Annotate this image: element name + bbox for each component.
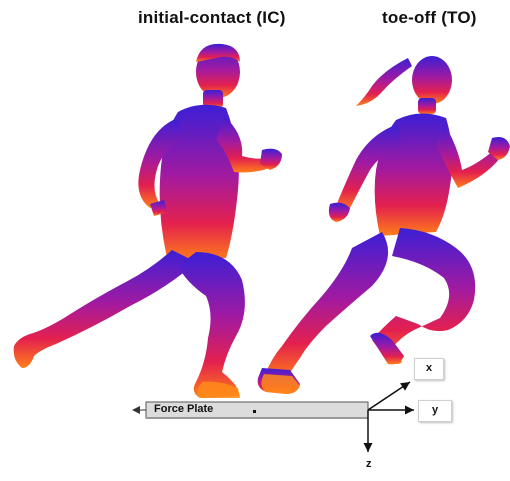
axis-x-label: x <box>414 358 444 380</box>
force-plate-marker-icon <box>253 410 256 413</box>
toe-off-label: toe-off (TO) <box>382 8 477 27</box>
axis-arrows <box>363 381 414 452</box>
axis-y-label: y <box>418 400 452 422</box>
male-runner-silhouette <box>13 43 282 398</box>
shoe-highlight <box>197 374 300 398</box>
force-plate-label: Force Plate <box>154 403 214 415</box>
force-plate <box>132 401 369 419</box>
female-runner-silhouette <box>257 56 510 394</box>
initial-contact-label: initial-contact (IC) <box>138 8 286 27</box>
axis-z-label: z <box>366 458 372 470</box>
